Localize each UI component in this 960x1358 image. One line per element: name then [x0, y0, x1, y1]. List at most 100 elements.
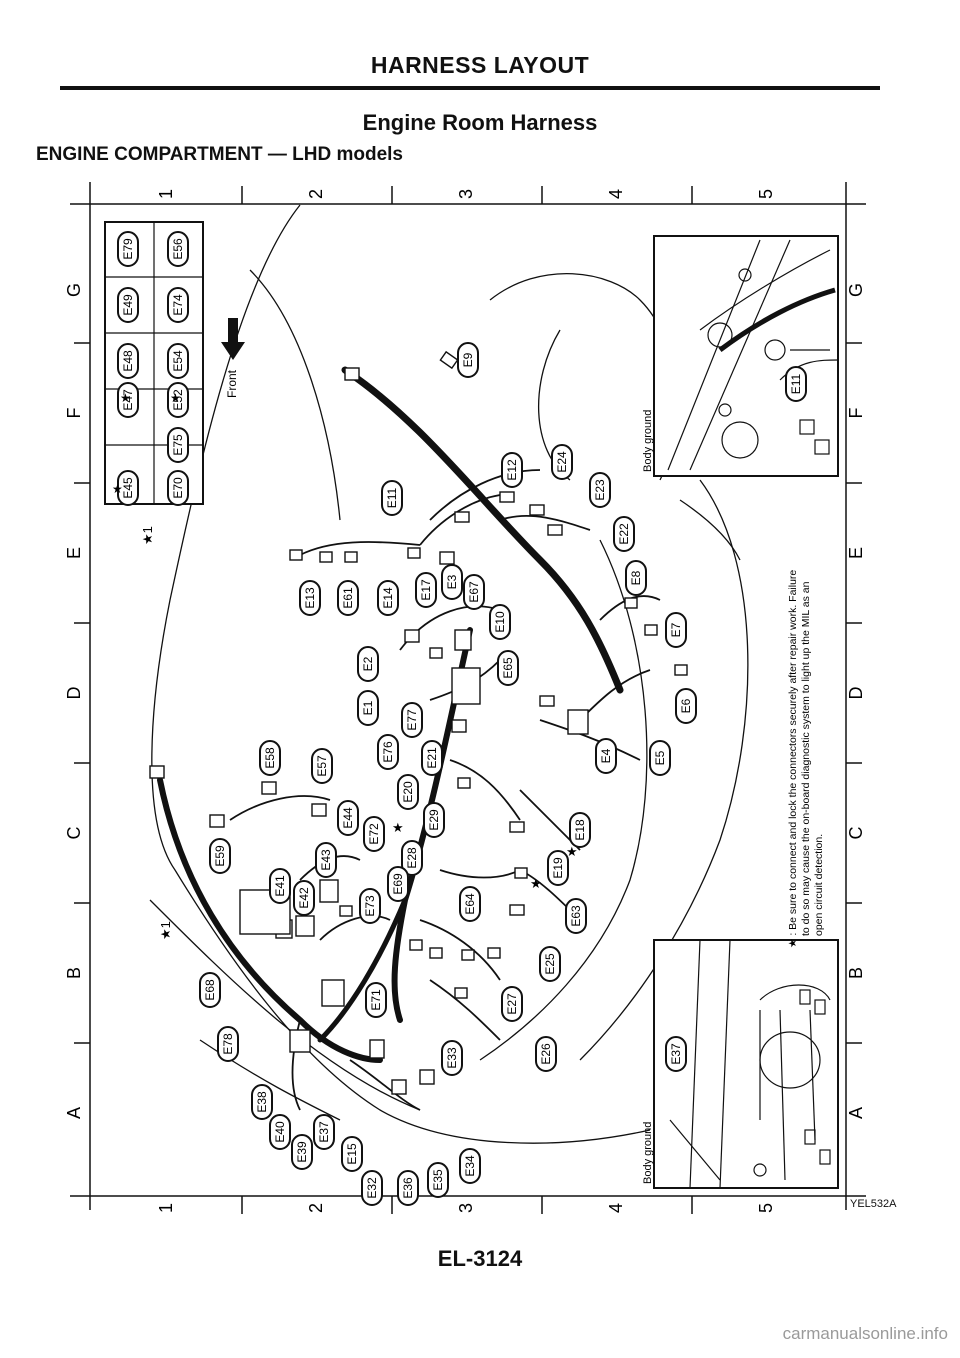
connector-e41: E41	[269, 868, 291, 904]
connector-label: E75	[171, 434, 185, 456]
grid-row-label-right: C	[846, 827, 866, 840]
connector-e13: E13	[299, 580, 321, 616]
connector-e20: E20	[397, 774, 419, 810]
repair-note-line-2: to do so may cause the on-board diagnost…	[800, 581, 812, 936]
connector-e61: E61	[337, 580, 359, 616]
connector-label: E44	[341, 807, 355, 829]
connector-label: E38	[255, 1091, 269, 1113]
connector-label: E41	[273, 875, 287, 897]
connector-e11: E11	[381, 480, 403, 516]
star-e18: ★	[566, 844, 578, 859]
connector-e32: E32	[361, 1170, 383, 1206]
connector-e24: E24	[551, 444, 573, 480]
inset-upper: E11	[653, 235, 839, 477]
connector-e27: E27	[501, 986, 523, 1022]
body-ground-lower-label: Body ground	[642, 1122, 654, 1184]
connector-e64: E64	[459, 886, 481, 922]
repair-note-line-1: ★ : Be sure to connect and lock the conn…	[787, 570, 799, 948]
connector-label: E72	[367, 823, 381, 845]
grid-row-label-right: F	[846, 408, 866, 419]
page-number: EL-3124	[437, 1246, 523, 1271]
vehicle-outline	[149, 204, 749, 1144]
connector-label: E10	[493, 611, 507, 633]
connector-label: E32	[365, 1177, 379, 1199]
connector-e22: E22	[613, 516, 635, 552]
connector-e72: E72	[363, 816, 385, 852]
connector-e38: E38	[251, 1084, 273, 1120]
connector-label: E78	[221, 1033, 235, 1055]
connector-label: E79	[121, 238, 135, 260]
connector-label: E40	[273, 1121, 287, 1143]
grid-column-label-top: 2	[306, 189, 326, 199]
connector-e9: E9	[457, 342, 479, 378]
body-ground-upper-label: Body ground	[642, 410, 654, 472]
connector-e28: E28	[401, 840, 423, 876]
connector-e58: E58	[259, 740, 281, 776]
connector-e43: E43	[315, 842, 337, 878]
grid-column-label-bottom: 5	[756, 1203, 776, 1213]
connector-e54: E54	[167, 343, 189, 379]
connector-label: E69	[391, 873, 405, 895]
connector-label: E74	[171, 294, 185, 316]
connector-label: E37	[317, 1121, 331, 1143]
connector-label: E9	[461, 352, 475, 367]
connector-label: E1	[361, 700, 375, 715]
connector-label: E67	[467, 581, 481, 603]
connector-label: E21	[425, 747, 439, 769]
connector-label: E48	[121, 350, 135, 372]
connector-e2: E2	[357, 646, 379, 682]
connector-e4: E4	[595, 738, 617, 774]
grid-row-label-right: E	[846, 547, 866, 559]
connector-e5: E5	[649, 740, 671, 776]
connector-label: E64	[463, 893, 477, 915]
connector-label: E43	[319, 849, 333, 871]
connector-label: E59	[213, 845, 227, 867]
connector-label: E4	[599, 748, 613, 763]
connector-e76: E76	[377, 734, 399, 770]
connector-label: E24	[555, 451, 569, 473]
connector-label: E35	[431, 1169, 445, 1191]
grid-column-label-top: 3	[456, 189, 476, 199]
connector-e45: E45	[117, 470, 139, 506]
grid-row-label-right: D	[846, 687, 866, 700]
connector-e15: E15	[341, 1136, 363, 1172]
connector-e52: E52	[167, 382, 189, 418]
connector-label: E34	[463, 1155, 477, 1177]
connector-label: E56	[171, 238, 185, 260]
connector-e44: E44	[337, 800, 359, 836]
grid-row-label-left: B	[64, 967, 84, 979]
connector-e42: E42	[293, 880, 315, 916]
grid-column-label-top: 1	[156, 189, 176, 199]
watermark: carmanualsonline.info	[782, 1324, 948, 1343]
repair-note: ★ : Be sure to connect and lock the conn…	[787, 570, 825, 948]
connector-label: E76	[381, 741, 395, 763]
connector-label: E13	[303, 587, 317, 609]
connector-e78: E78	[217, 1026, 239, 1062]
connector-label: E39	[295, 1141, 309, 1163]
connector-e69: E69	[387, 866, 409, 902]
connector-e19: E19	[547, 850, 569, 886]
connector-label: E45	[121, 477, 135, 499]
connector-label: E71	[369, 989, 383, 1011]
connector-e36: E36	[397, 1170, 419, 1206]
connector-label: E42	[297, 887, 311, 909]
connector-e75: E75	[167, 427, 189, 463]
star-e19: ★	[530, 876, 542, 891]
connector-e71: E71	[365, 982, 387, 1018]
connector-e18: E18	[569, 812, 591, 848]
connector-label: E36	[401, 1177, 415, 1199]
connector-e79: E79	[117, 231, 139, 267]
connector-e11: E11	[785, 366, 807, 402]
grid-row-label-left: A	[64, 1107, 84, 1119]
grid-row-label-left: E	[64, 547, 84, 559]
legend-star-e45: ★	[112, 482, 123, 496]
connector-e10: E10	[489, 604, 511, 640]
connector-e3: E3	[441, 564, 463, 600]
connector-e1: E1	[357, 690, 379, 726]
connector-e37: E37	[313, 1114, 335, 1150]
connector-label: E7	[669, 622, 683, 637]
connector-e33: E33	[441, 1040, 463, 1076]
connector-e68: E68	[199, 972, 221, 1008]
